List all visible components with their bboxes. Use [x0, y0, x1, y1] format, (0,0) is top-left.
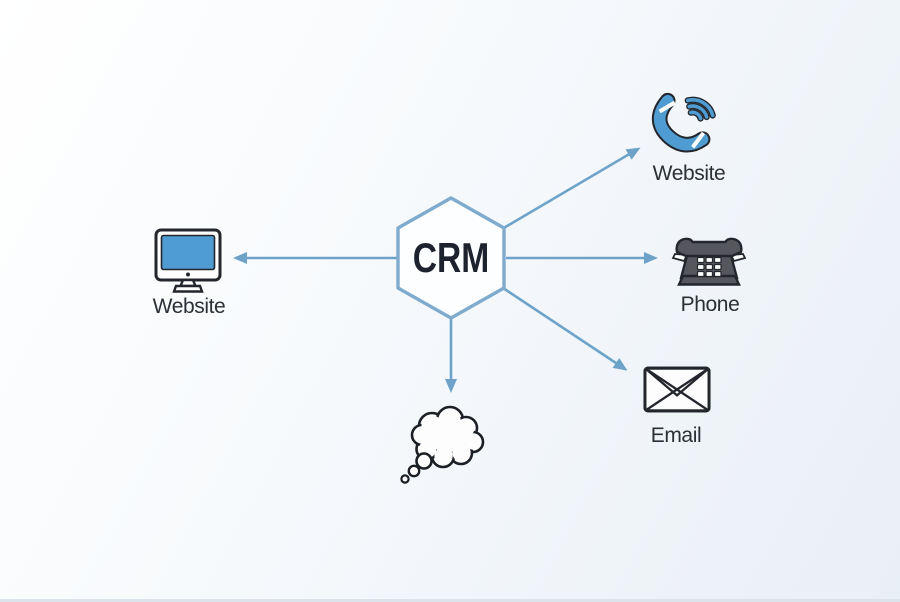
node-label-phone: Phone — [680, 293, 740, 316]
monitor-icon — [154, 228, 222, 293]
hexagon-shape — [396, 196, 506, 320]
node-email — [643, 366, 711, 418]
phone-handset-icon — [651, 92, 716, 153]
connector-arrow-down-right — [502, 286, 628, 371]
desk-phone-icon — [671, 237, 747, 286]
node-website-left — [154, 228, 222, 299]
envelope-icon — [643, 366, 711, 413]
hub-label: CRM — [412, 234, 490, 281]
node-phone — [669, 230, 749, 293]
connector-arrow-up-right — [501, 147, 641, 231]
node-label-website-left: Website — [152, 295, 226, 318]
node-website-top-right — [648, 90, 716, 163]
hub-node-crm: CRM — [394, 194, 508, 322]
node-label-email: Email — [650, 424, 702, 447]
node-label-website-top-right: Website — [652, 162, 726, 185]
node-thought — [394, 398, 494, 493]
thought-bubble-icon — [400, 405, 485, 484]
